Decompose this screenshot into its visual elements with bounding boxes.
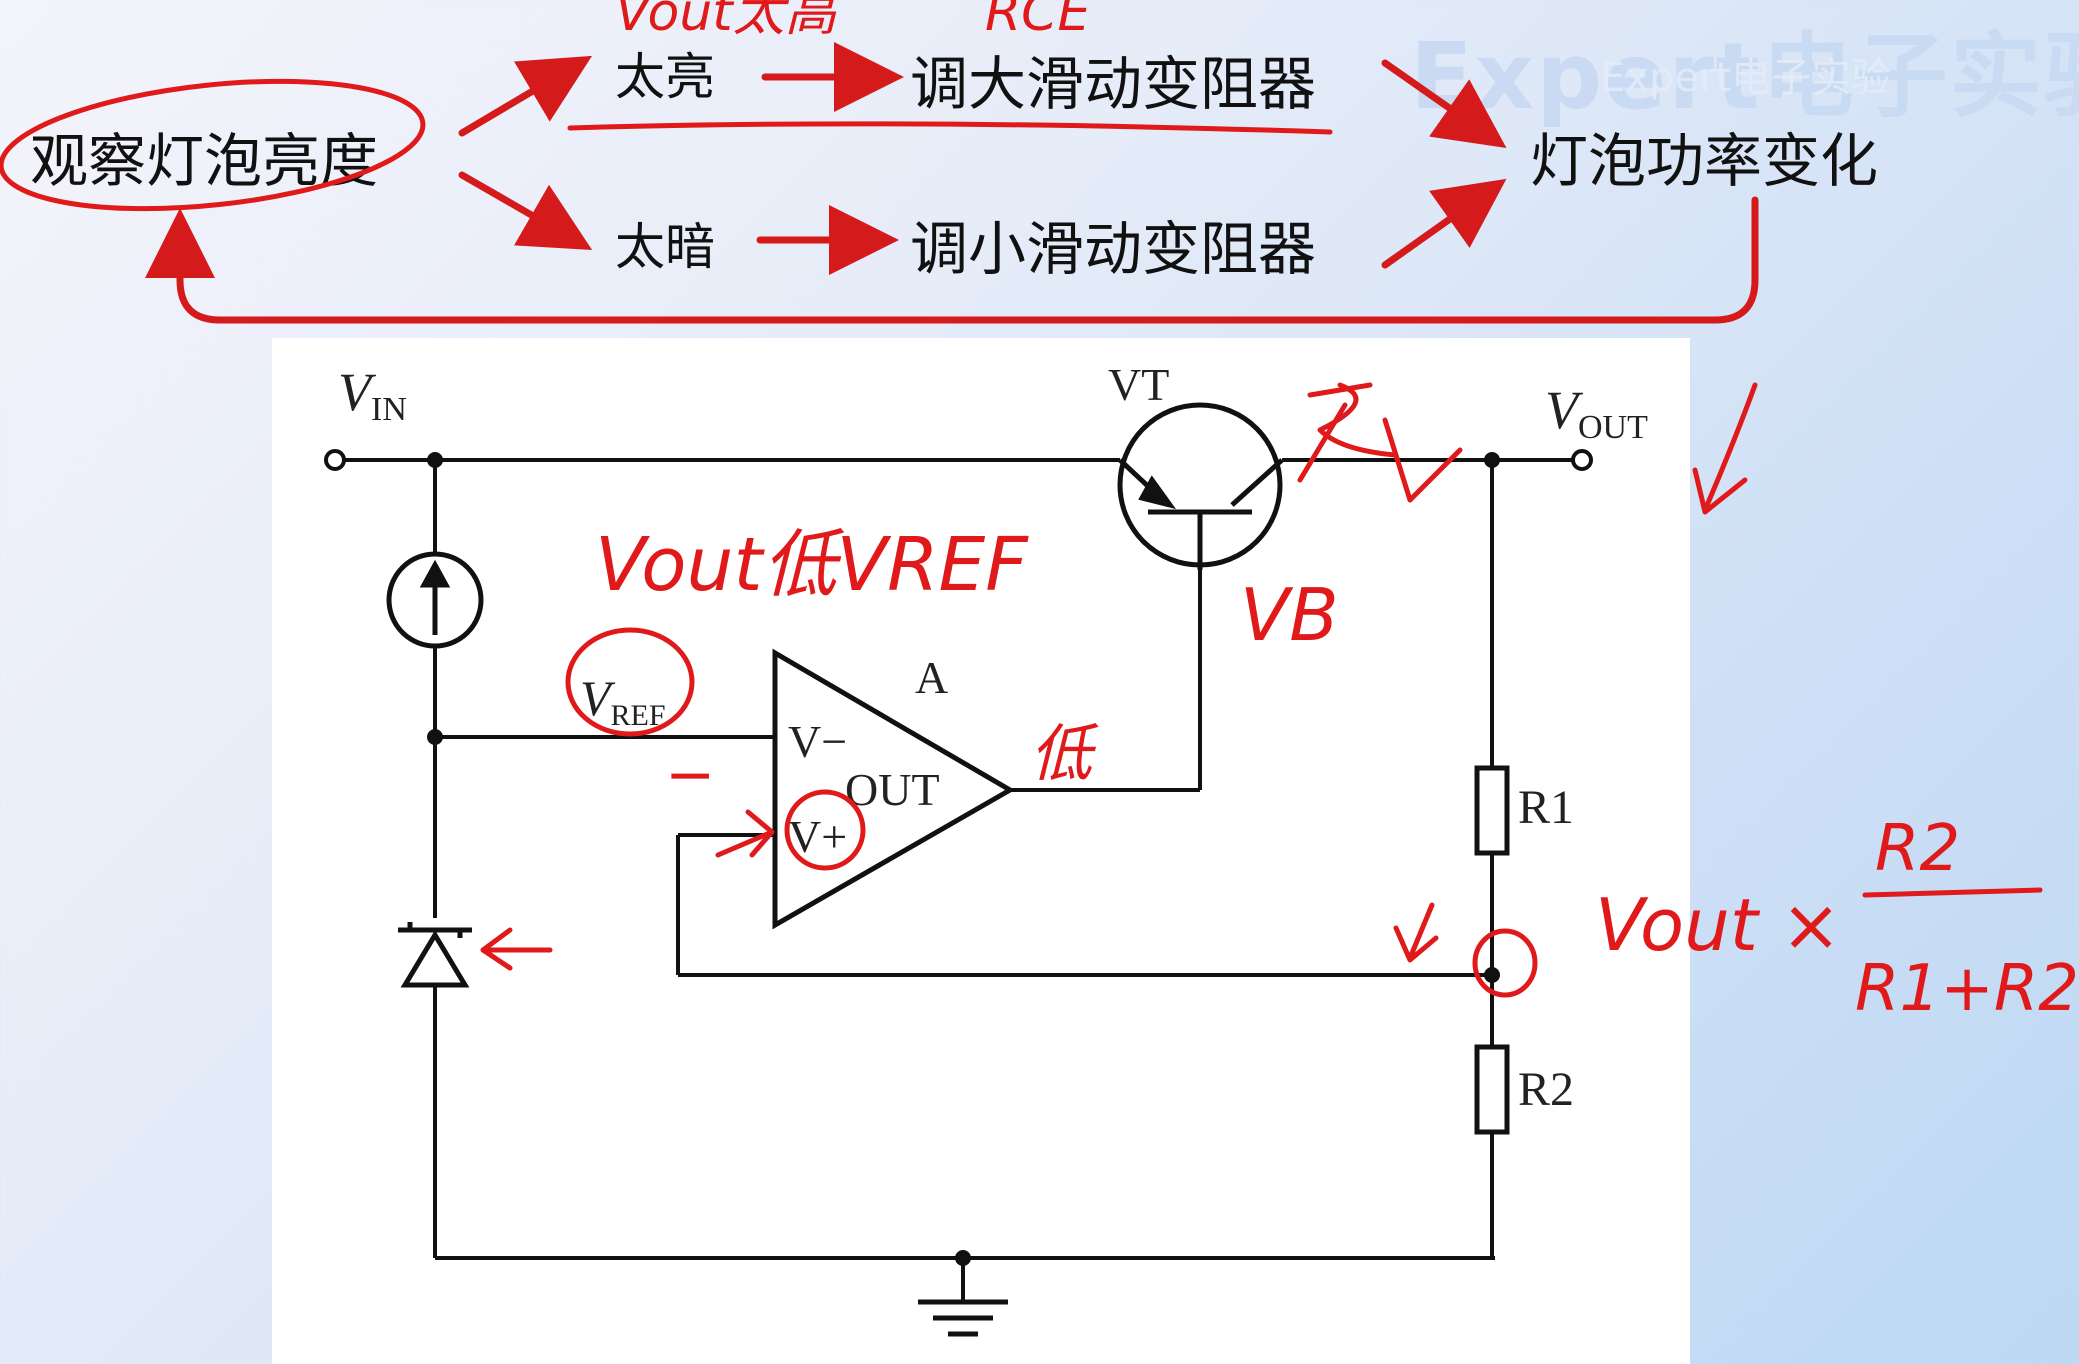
vout-down-arrow-annotation [1692, 382, 1758, 515]
v-minus-label: V− [788, 716, 847, 767]
flowchart-arrows [145, 42, 1759, 324]
top-handwritten-annotations: Vout太高 RCE [0, 0, 1333, 212]
fraction-numerator-annotation: R2 [1875, 812, 1960, 886]
fraction-denominator-annotation: R1+R2 [1855, 952, 2079, 1026]
resistor-r2 [1474, 1044, 1510, 1135]
divider-down-arrow-annotation [1393, 902, 1439, 963]
arrow-increase-to-power [1381, 59, 1507, 149]
vplus-arrow-annotation [715, 809, 775, 858]
arrow-observe-to-bright [458, 55, 593, 137]
opamp-label: A [915, 652, 948, 703]
fraction-bar-annotation [1862, 887, 2043, 898]
circuit-junctions [427, 452, 1500, 1266]
power-change-label: 灯泡功率变化 [1530, 127, 1879, 195]
vout-terminal [1571, 449, 1593, 471]
watermark-ghost-text: Expert电子实验 [1600, 55, 1892, 101]
transistor-vt-symbol [1117, 402, 1284, 570]
resistor-r1 [1474, 765, 1510, 856]
vout-label: VOUT [1545, 380, 1648, 446]
feedback-loop-arrow [145, 196, 1759, 324]
opamp-out-label: OUT [845, 764, 940, 815]
vplus-circle-annotation [784, 789, 866, 871]
current-source-symbol [386, 551, 484, 649]
low-annotation: 低 [1030, 717, 1099, 790]
circuit-labels: VIN VOUT VT A VREF V− V+ OUT R1 R2 [338, 359, 1648, 1116]
vout-high-annotation: Vout太高 [615, 0, 844, 43]
junction-vout [1484, 452, 1500, 468]
arrow-observe-to-dark [458, 171, 593, 250]
vb-annotation: VB [1240, 573, 1339, 657]
underline-annotation [567, 121, 1333, 135]
emitter-scribble-annotation [1297, 382, 1463, 503]
arrow-decrease-to-power [1381, 178, 1507, 269]
junction-divider [1484, 967, 1500, 983]
divider-circle-annotation [1472, 928, 1538, 998]
observe-circle-annotation [0, 78, 426, 212]
too-bright-label: 太亮 [615, 48, 715, 106]
watermark-text: Expert电子实验 [1410, 23, 2079, 130]
vout-times-annotation: Vout × [1595, 883, 1841, 967]
too-dark-label: 太暗 [615, 218, 715, 276]
vref-circle-annotation [565, 627, 695, 737]
opamp-symbol [772, 648, 1015, 930]
observe-brightness-label: 观察灯泡亮度 [30, 127, 379, 195]
r1-label: R1 [1518, 781, 1574, 834]
junction-vin [427, 452, 443, 468]
junction-vref [427, 729, 443, 745]
circuit-handwritten-annotations: Vout低VREF 低 VB − Vout × R2 R1+R2 [480, 382, 2079, 1026]
minus-annotation: − [665, 740, 715, 810]
vin-label: VIN [338, 362, 407, 428]
increase-rheostat-label: 调大滑动变阻器 [910, 50, 1317, 118]
diode-arrow-annotation [480, 927, 553, 971]
junction-ground [955, 1250, 971, 1266]
rce-annotation: RCE [985, 0, 1090, 43]
transistor-label: VT [1108, 359, 1169, 410]
decrease-rheostat-label: 调小滑动变阻器 [910, 215, 1317, 283]
zener-diode-symbol [398, 922, 472, 988]
circuit-panel [272, 338, 1690, 1364]
vin-terminal [324, 449, 346, 471]
vout-vref-annotation: Vout低VREF [595, 522, 1029, 608]
r2-label: R2 [1518, 1063, 1574, 1116]
ground-symbol [918, 1299, 1008, 1337]
